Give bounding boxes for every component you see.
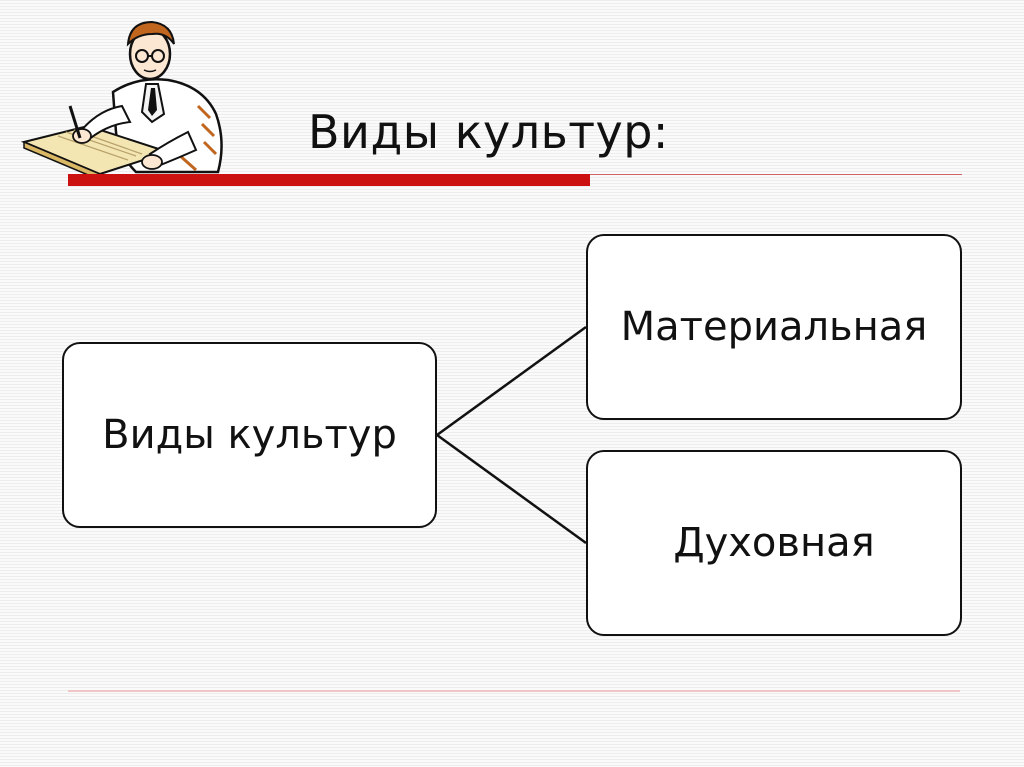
material-node-label: Материальная bbox=[620, 304, 928, 350]
footer-rule bbox=[68, 690, 960, 692]
title-accent-bar bbox=[68, 174, 590, 186]
connector-root-to-material bbox=[436, 325, 587, 437]
spiritual-node-label: Духовная bbox=[673, 520, 875, 566]
title-underline bbox=[590, 174, 962, 175]
connector-root-to-spiritual bbox=[436, 433, 587, 545]
diagram-root-node: Виды культур bbox=[62, 342, 437, 528]
diagram-node-spiritual: Духовная bbox=[586, 450, 962, 636]
root-node-label: Виды культур bbox=[102, 412, 397, 458]
slide-title: Виды культур: bbox=[308, 105, 669, 159]
scholar-writing-icon bbox=[20, 20, 223, 182]
diagram-node-material: Материальная bbox=[586, 234, 962, 420]
